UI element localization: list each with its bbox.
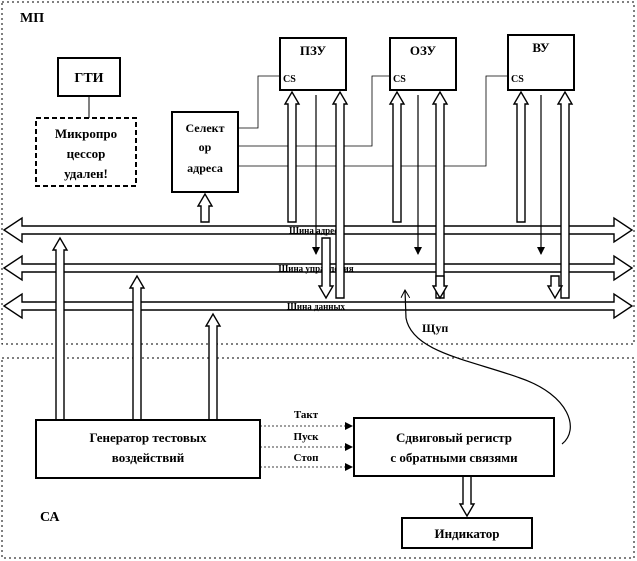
- sa-region: [1, 357, 635, 559]
- address-selector-block: [171, 111, 239, 193]
- arrow-layer: [51, 90, 574, 518]
- data-bus-label: Шина данных: [287, 302, 345, 312]
- ozu-data-arrow-down: [431, 275, 449, 300]
- control-bus-label: Шина управления: [278, 264, 353, 274]
- cpu-removed-block: [35, 117, 137, 187]
- data-bus: [2, 292, 634, 320]
- stop-signal-label: Стоп: [294, 452, 320, 464]
- selector-label-line2: ор: [199, 140, 212, 154]
- ozu-block: [389, 37, 457, 91]
- shift-register-label-line2: с обратными связями: [390, 450, 518, 465]
- shift-register-block: [353, 417, 555, 477]
- generator-control-arrow: [128, 274, 146, 421]
- clock-signal-label: Такт: [294, 409, 319, 421]
- cpu-label-line2: цессор: [67, 146, 106, 161]
- probe-label: Щуп: [422, 321, 448, 335]
- control-lines: [312, 95, 545, 255]
- vu-cs-label: CS: [511, 74, 524, 85]
- sa-label: СА: [40, 510, 60, 525]
- pzu-data-arrow-down: [317, 237, 335, 300]
- ozu-label: ОЗУ: [410, 43, 437, 58]
- shift-register-label-line1: Сдвиговый регистр: [396, 430, 512, 445]
- start-signal-label: Пуск: [294, 431, 320, 443]
- vu-data-arrow-up: [556, 90, 574, 299]
- shift-to-indicator-arrow: [458, 475, 476, 518]
- cpu-label-line1: Микропро: [55, 126, 117, 141]
- ozu-address-arrow: [388, 90, 406, 223]
- chip-select-lines: [238, 75, 508, 167]
- mp-label: МП: [20, 11, 44, 26]
- pzu-label: ПЗУ: [300, 43, 327, 58]
- vu-block: [507, 34, 575, 91]
- gti-label: ГТИ: [74, 71, 103, 86]
- mp-region: [1, 1, 635, 345]
- pzu-data-arrow-up: [331, 90, 349, 299]
- control-bus: [2, 254, 634, 282]
- vu-address-arrow: [512, 90, 530, 223]
- vu-data-arrow-down: [546, 275, 564, 300]
- vu-label: ВУ: [532, 40, 550, 55]
- address-bus: [2, 216, 634, 244]
- ozu-data-arrow-up: [431, 90, 449, 299]
- cpu-label-line3: удален!: [64, 166, 108, 181]
- indicator-label: Индикатор: [434, 526, 499, 541]
- selector-label-line1: Селект: [185, 121, 224, 135]
- generator-address-arrow: [51, 236, 69, 421]
- pzu-cs-label: CS: [283, 74, 296, 85]
- generator-label-line1: Генератор тестовых: [89, 430, 207, 445]
- pzu-address-arrow: [283, 90, 301, 223]
- indicator-block: [401, 517, 533, 549]
- probe-curve: [405, 290, 571, 445]
- selector-label-line3: адреса: [187, 161, 223, 175]
- ozu-cs-label: CS: [393, 74, 406, 85]
- generator-block: [35, 419, 261, 479]
- signal-lines: [260, 422, 353, 471]
- pzu-block: [279, 37, 347, 91]
- generator-data-arrow: [204, 312, 222, 421]
- gti-block: [57, 57, 121, 97]
- selector-address-arrow: [196, 192, 214, 223]
- generator-label-line2: воздействий: [112, 450, 185, 465]
